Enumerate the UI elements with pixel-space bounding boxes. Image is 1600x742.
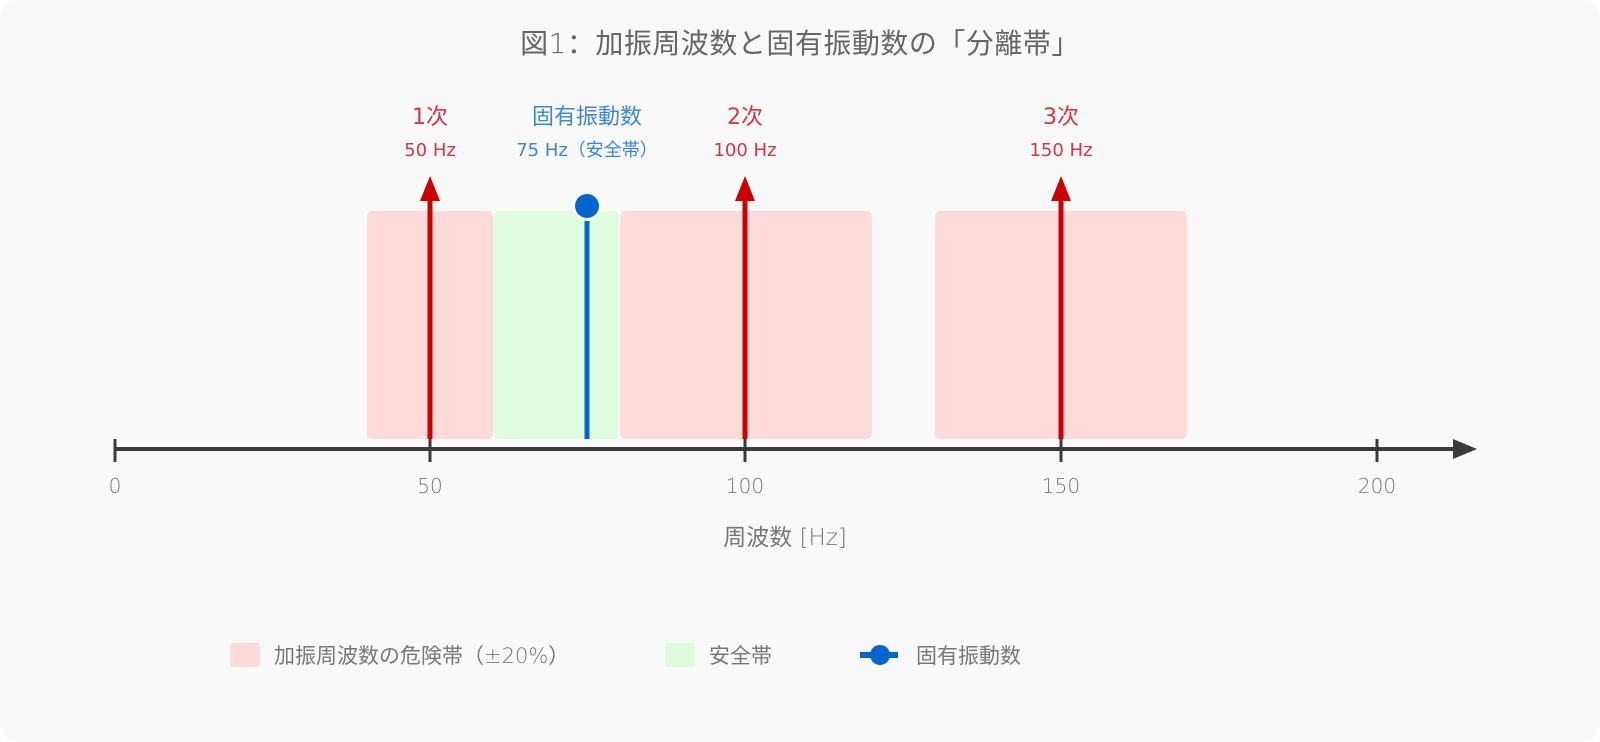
x-axis-label: 周波数 [Hz] <box>723 525 847 551</box>
tick-label-0: 0 <box>109 474 122 498</box>
annotation-freq-3: 150 Hz <box>1029 140 1092 161</box>
tick-label-100: 100 <box>726 474 764 498</box>
annotation-order-1: 1次 <box>412 105 448 130</box>
legend-item-safe: 安全帯 <box>665 640 772 670</box>
excitation-arrow-2 <box>735 176 755 439</box>
tick-label-200: 200 <box>1358 474 1396 498</box>
safe-band-swatch-icon <box>665 643 695 667</box>
tick-label-150: 150 <box>1042 474 1080 498</box>
safe-band <box>494 211 619 439</box>
danger-band-swatch-icon <box>230 643 260 667</box>
x-axis <box>113 439 1477 462</box>
excitation-arrow-3 <box>1051 176 1071 439</box>
annotation-order-3: 3次 <box>1043 105 1079 130</box>
legend-label-natural: 固有振動数 <box>916 644 1021 668</box>
chart-title: 図1：加振周波数と固有振動数の「分離帯」 <box>520 27 1080 60</box>
legend-item-danger: 加振周波数の危険帯（±20%） <box>230 640 569 670</box>
legend-item-natural: 固有振動数 <box>860 640 1021 670</box>
tick-label-50: 50 <box>417 474 442 498</box>
annotation-natural-freq: 75 Hz（安全帯） <box>516 140 658 161</box>
natural-frequency-marker <box>572 191 602 439</box>
annotation-order-2: 2次 <box>727 105 763 130</box>
legend-label-safe: 安全帯 <box>709 644 772 668</box>
natural-frequency-line-icon <box>860 643 898 667</box>
annotation-freq-2: 100 Hz <box>713 140 776 161</box>
annotation-natural-name: 固有振動数 <box>532 105 642 130</box>
excitation-arrow-1 <box>420 176 440 439</box>
annotation-freq-1: 50 Hz <box>404 140 456 161</box>
legend-label-danger: 加振周波数の危険帯（±20%） <box>274 644 570 668</box>
legend: 加振周波数の危険帯（±20%） 安全帯 固有振動数 <box>0 640 1600 670</box>
